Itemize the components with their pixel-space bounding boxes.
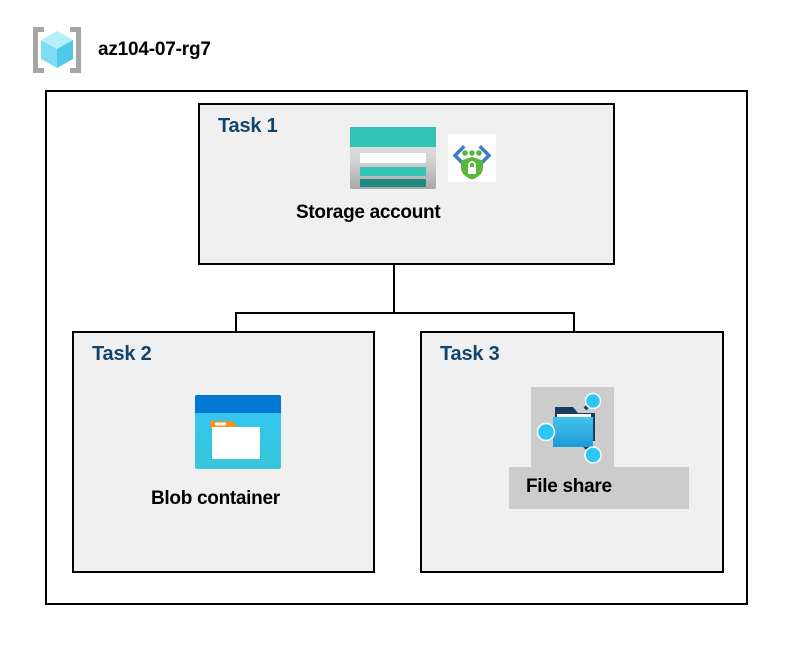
file-share-label-highlight [509,467,689,509]
blob-container-label: Blob container [151,488,280,509]
file-share-label: File share [526,476,612,497]
resource-group-title: az104-07-rg7 [98,39,211,60]
task-1-label: Task 1 [218,115,278,137]
connector-horizontal-bus [235,312,575,314]
resource-group-header: az104-07-rg7 [30,24,211,76]
resource-group-cube-icon [30,24,84,76]
connector-storage-stem [393,230,395,314]
storage-account-node [348,122,496,192]
storage-account-label: Storage account [296,202,441,223]
task-2-label: Task 2 [92,343,152,365]
task-3-label: Task 3 [440,343,500,365]
